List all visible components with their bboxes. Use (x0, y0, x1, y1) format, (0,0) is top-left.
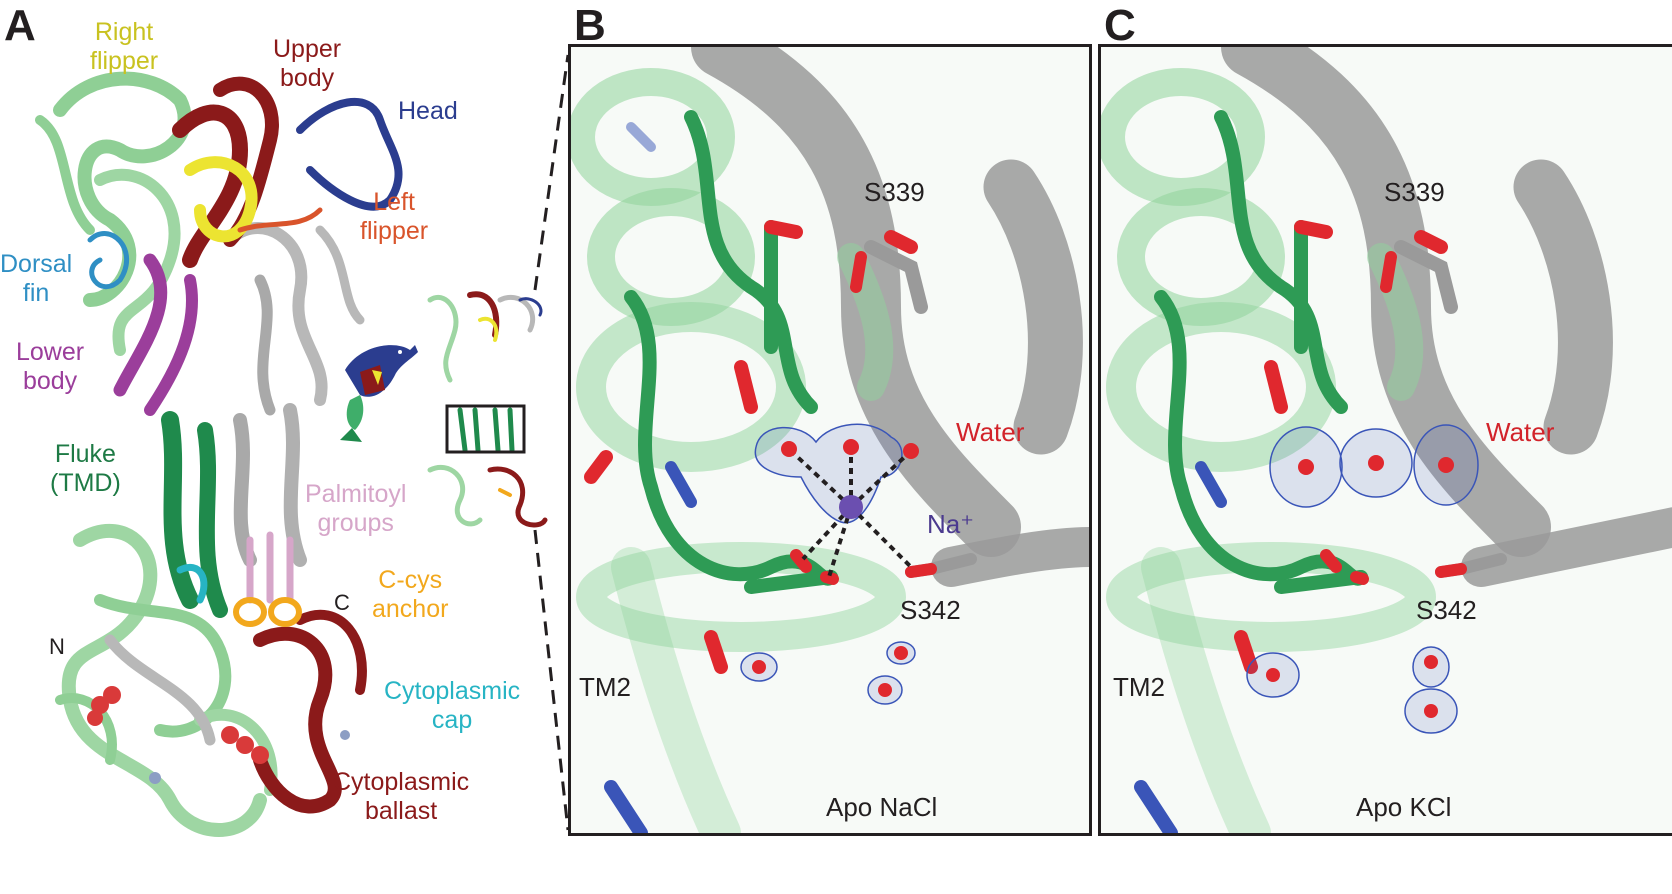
dolphin-icon (340, 345, 418, 442)
zoom-region-box (445, 404, 526, 454)
panel-b-structure (571, 47, 1089, 833)
label-n-terminus: N (49, 634, 65, 659)
label-head: Head (398, 97, 458, 125)
label-fluke: Fluke (TMD) (50, 440, 121, 497)
b-caption: Apo NaCl (826, 792, 938, 822)
panel-c-structure (1101, 47, 1672, 833)
label-c-terminus: C (334, 590, 350, 615)
b-label-na: Na⁺ (927, 509, 974, 539)
c-caption: Apo KCl (1356, 792, 1452, 822)
c-label-water: Water (1486, 417, 1555, 447)
b-label-tm2: TM2 (579, 672, 631, 702)
sodium-ion (839, 495, 863, 519)
label-cytoplasmic-ballast: Cytoplasmic ballast (333, 768, 470, 825)
label-palmitoyl: Palmitoyl groups (305, 480, 407, 537)
b-label-s339: S339 (864, 177, 925, 207)
c-label-s342: S342 (1416, 595, 1477, 625)
panel-label-a: A (4, 1, 36, 50)
zoom-line-bottom (533, 529, 570, 831)
label-dorsal-fin: Dorsal fin (0, 250, 73, 307)
label-upper-body: Upper body (273, 35, 342, 92)
protein-structure-illustration (35, 54, 570, 837)
panel-c-box: S339 Water S342 TM2 Apo KCl (1098, 44, 1672, 836)
label-left-flipper: Left flipper (360, 188, 429, 245)
zoom-line-top (533, 54, 570, 291)
b-label-water: Water (956, 417, 1025, 447)
panel-b-box: S339 Water Na⁺ S342 TM2 Apo NaCl (568, 44, 1092, 836)
c-label-s339: S339 (1384, 177, 1445, 207)
overview-thumbnail (427, 291, 548, 528)
label-right-flipper: Right flipper (90, 18, 159, 75)
label-cytoplasmic-cap: Cytoplasmic cap (384, 677, 521, 734)
label-ccys-anchor: C-cys anchor (372, 566, 449, 623)
panel-label-b: B (574, 1, 606, 50)
label-lower-body: Lower body (16, 338, 85, 395)
b-label-s342: S342 (900, 595, 961, 625)
panel-label-c: C (1104, 1, 1136, 50)
c-label-tm2: TM2 (1113, 672, 1165, 702)
